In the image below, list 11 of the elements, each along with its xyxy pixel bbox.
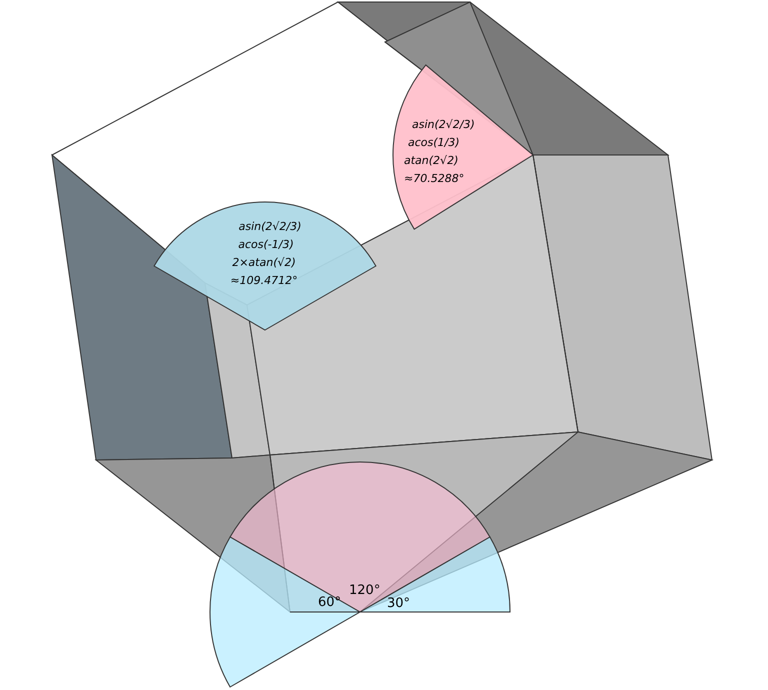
- formula-label: asin(2√2/3): [412, 118, 475, 132]
- formula-label: atan(2√2): [404, 154, 458, 168]
- formula-label: ≈109.4712°: [230, 274, 298, 288]
- formula-label: 2×atan(√2): [232, 256, 296, 270]
- formula-label: acos(-1/3): [238, 238, 294, 252]
- formula-label: ≈70.5288°: [404, 172, 464, 186]
- angle-label: 120°: [349, 584, 380, 598]
- angle-label: 60°: [318, 596, 342, 610]
- formula-label: acos(1/3): [408, 136, 460, 150]
- formula-label: asin(2√2/3): [238, 220, 302, 234]
- angle-label: 30°: [387, 597, 410, 611]
